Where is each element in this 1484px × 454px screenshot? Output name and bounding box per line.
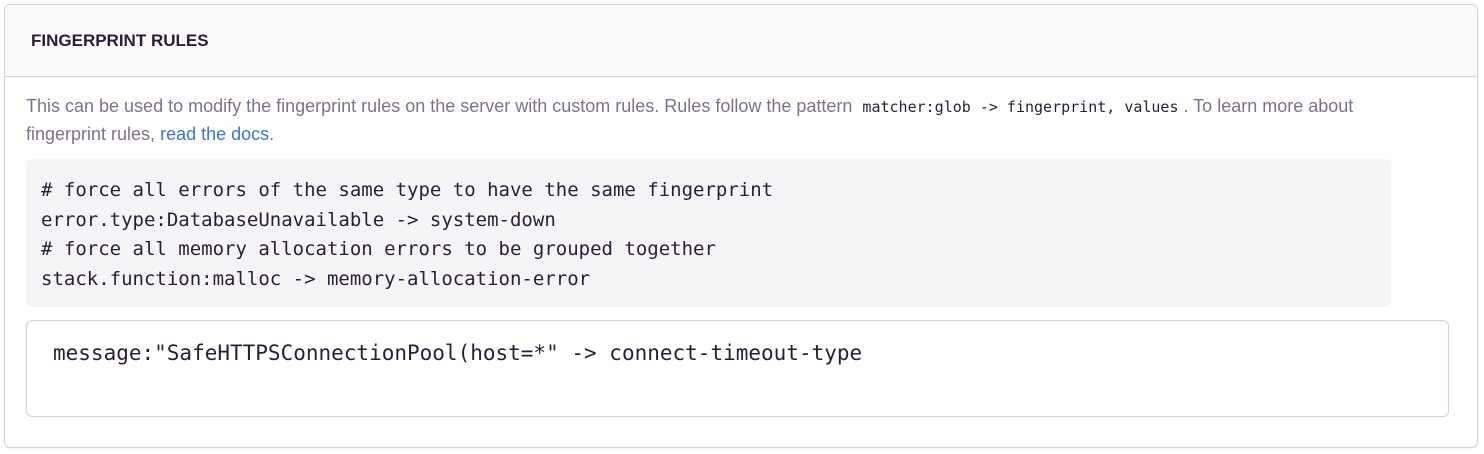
panel-header: FINGERPRINT RULES	[5, 5, 1477, 77]
read-the-docs-link[interactable]: read the docs	[160, 124, 270, 144]
help-text-end: .	[269, 124, 275, 144]
fingerprint-rules-editor[interactable]: message:"SafeHTTPSConnectionPool(host=*"…	[26, 320, 1449, 417]
example-line: stack.function:malloc -> memory-allocati…	[41, 267, 591, 290]
example-line: error.type:DatabaseUnavailable -> system…	[41, 208, 556, 231]
example-line: # force all memory allocation errors to …	[41, 238, 716, 260]
panel-title: FINGERPRINT RULES	[31, 30, 209, 50]
help-text-intro: This can be used to modify the fingerpri…	[26, 96, 853, 116]
help-text: This can be used to modify the fingerpri…	[26, 93, 1416, 148]
pattern-code: matcher:glob -> fingerprint, values	[862, 98, 1179, 116]
example-rules-block: # force all errors of the same type to h…	[26, 159, 1391, 307]
help-text-middle: . To learn more about fingerprint rules,	[26, 96, 1354, 144]
example-line: # force all errors of the same type to h…	[41, 179, 774, 201]
